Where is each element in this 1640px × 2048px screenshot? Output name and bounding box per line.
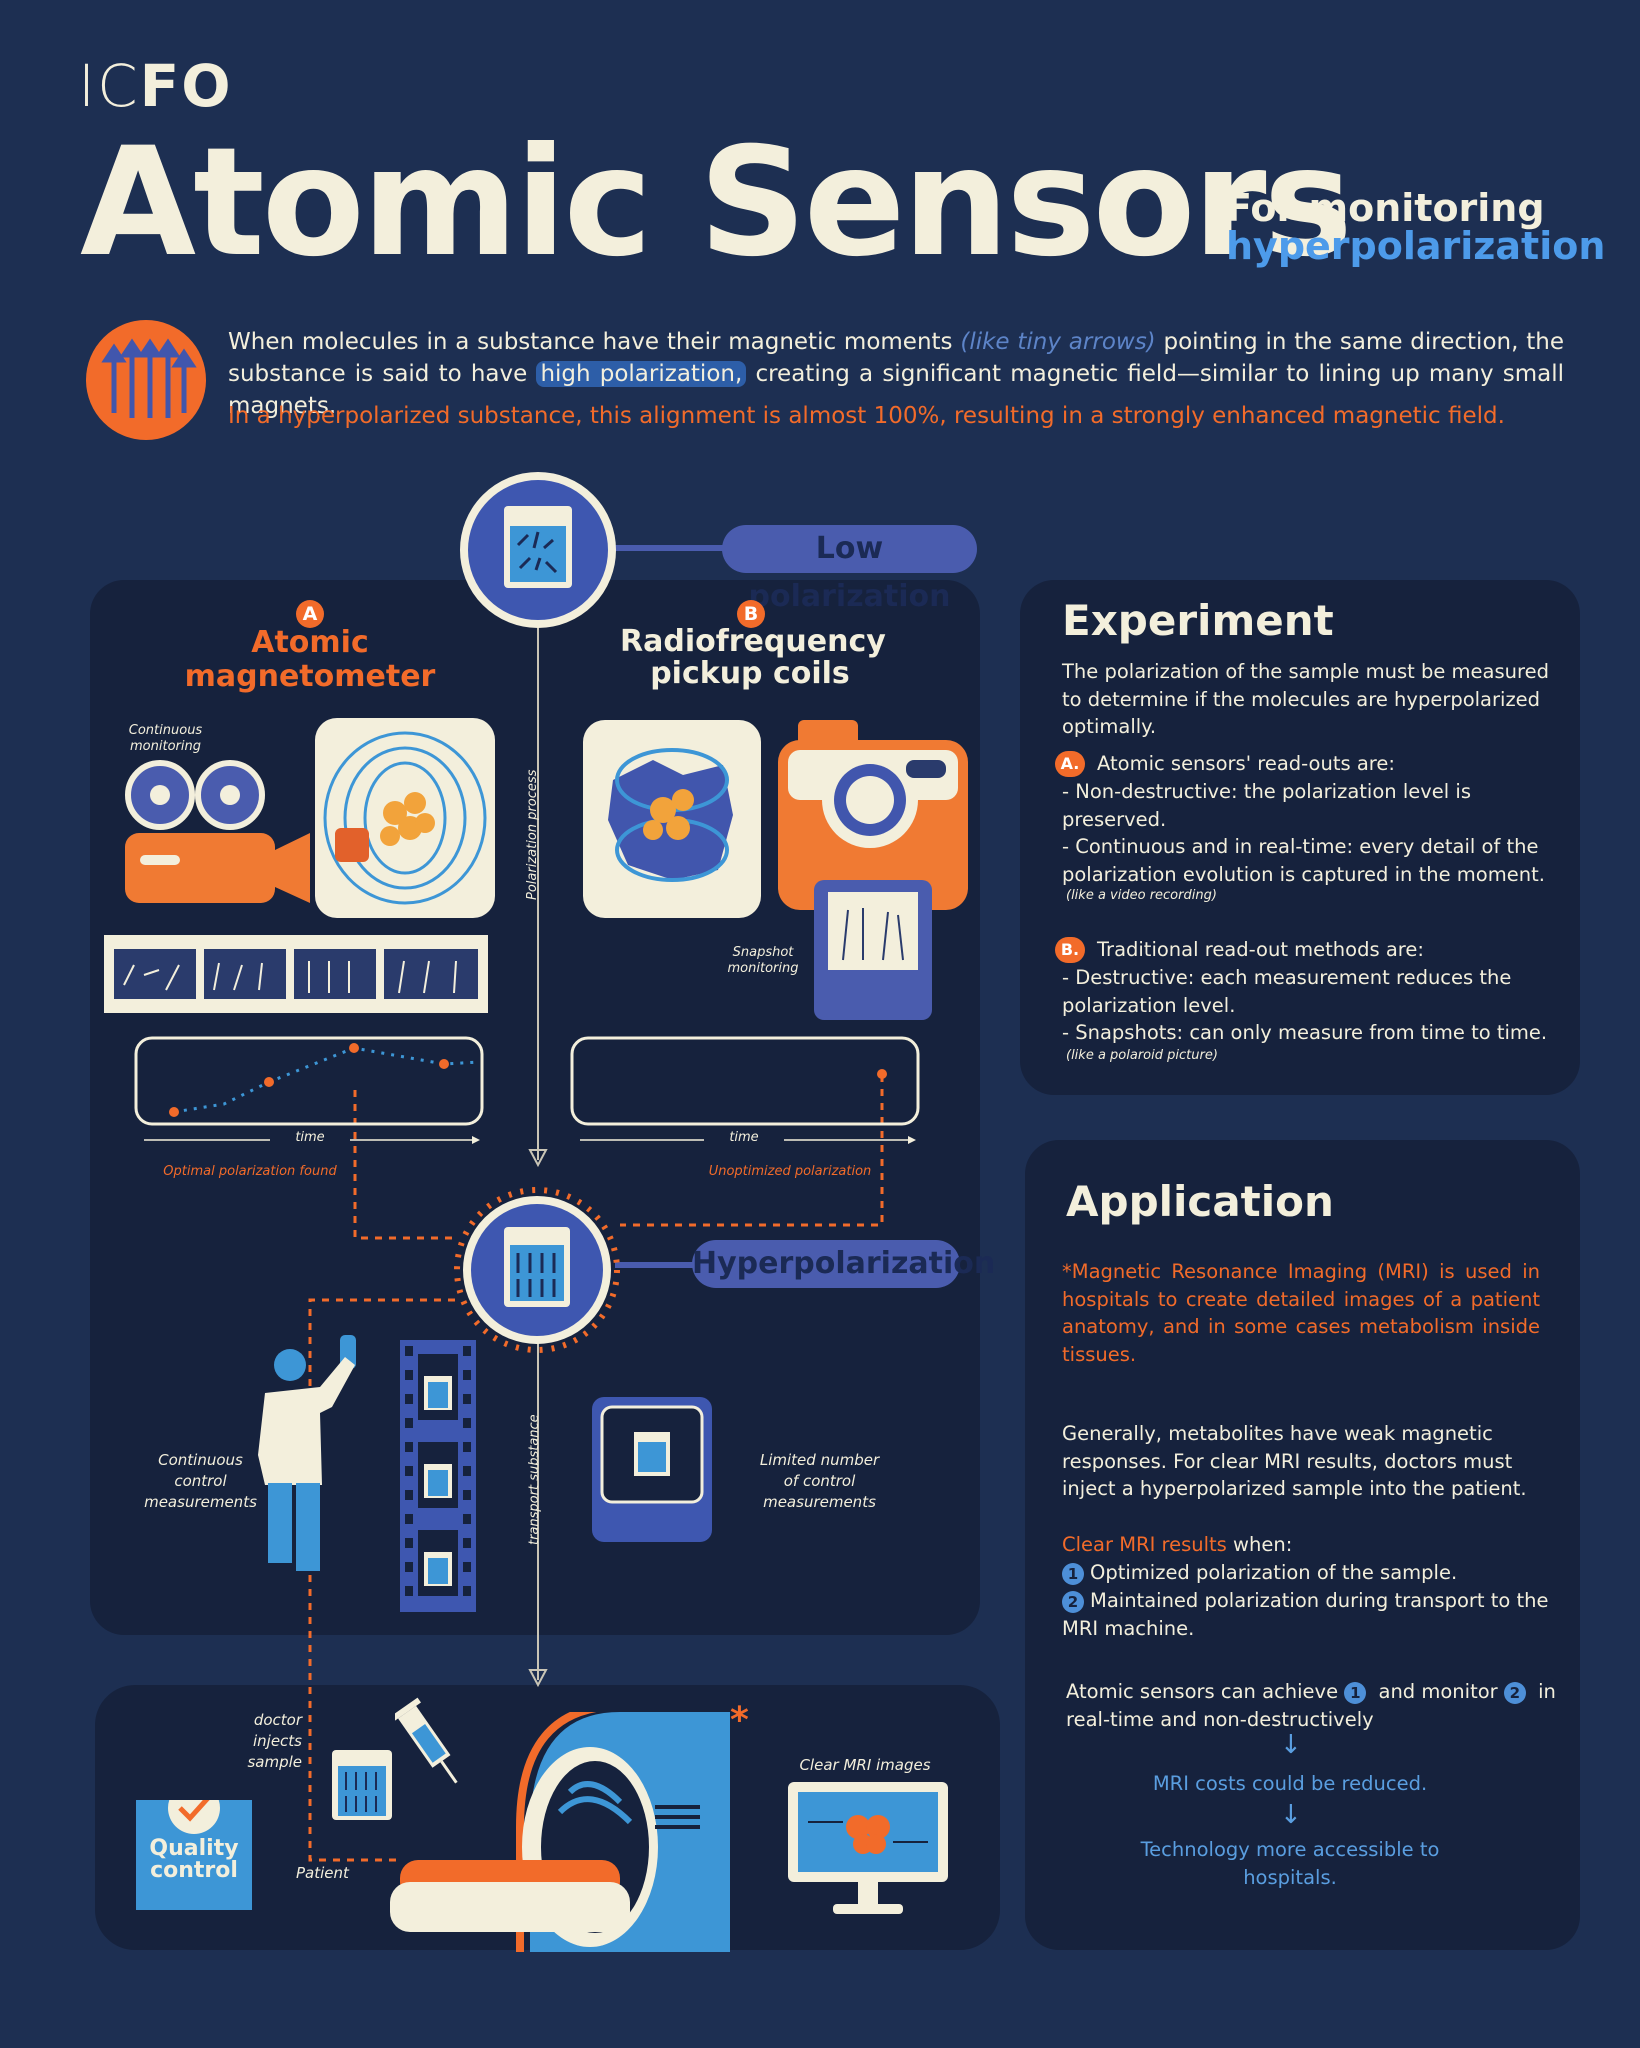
patient-label: Patient: [296, 1864, 349, 1882]
low-polarization-beaker: [460, 472, 616, 628]
scientist-figure-icon: [258, 1335, 356, 1571]
rf-pickup-heading: Radiofrequency pickup coils: [620, 624, 886, 691]
page-title: Atomic Sensors: [80, 116, 1353, 290]
experiment-a-item-1: - Non-destructive: the polarization leve…: [1062, 780, 1471, 831]
icfo-logo: ICFO: [78, 52, 233, 120]
experiment-a-item-2: - Continuous and in real-time: every det…: [1062, 835, 1545, 886]
limited-control-label: Limited number of control measurements: [759, 1451, 880, 1511]
experiment-a-note: (like a video recording): [1066, 888, 1217, 903]
mri-machine-icon: [390, 1712, 730, 1952]
low-polarization-pill: Low polarization: [722, 525, 977, 614]
magnetic-field-icon: [315, 718, 495, 918]
experiment-b-item-1: - Destructive: each measurement reduces …: [1062, 966, 1512, 1017]
continuous-monitoring-label: Continuous monitoring: [128, 723, 203, 754]
experiment-intro: The polarization of the sample must be m…: [1062, 660, 1549, 738]
beaker-film-strip-icon: [400, 1340, 476, 1612]
subtitle-line2: hyperpolarization: [1226, 224, 1606, 268]
quality-control-label: Quality control: [149, 1836, 239, 1883]
doctor-injects-label: doctor injects sample: [247, 1711, 302, 1771]
application-general: Generally, metabolites have weak magneti…: [1062, 1422, 1527, 1500]
unoptimized-polarization-label: Unoptimized polarization: [708, 1164, 872, 1179]
arrow-down-icon-2: ↓: [1280, 1800, 1302, 1830]
polarization-process-label: Polarization process: [525, 770, 545, 900]
badge-a: A: [296, 600, 324, 628]
application-clear-heading: Clear MRI results when:: [1062, 1533, 1293, 1556]
experiment-badge-a: A.: [1055, 751, 1085, 777]
clear-mri-images-label: Clear MRI images: [799, 1756, 931, 1774]
experiment-b-note: (like a polaroid picture): [1066, 1048, 1218, 1063]
experiment-a-heading: Atomic sensors' read-outs are:: [1097, 752, 1395, 775]
time-axis-label-a: time: [270, 1130, 350, 1146]
application-achieve: Atomic sensors can achieve 1 and monitor…: [1066, 1680, 1556, 1731]
transport-substance-label: transport substance: [527, 1414, 542, 1545]
hyperpolarization-pill: Hyperpolarization: [692, 1240, 995, 1288]
continuous-control-label: Continuous control measurements: [144, 1451, 257, 1511]
badge-b: B: [737, 600, 765, 628]
syringe-icon: [395, 1697, 458, 1784]
experiment-b-item-2: - Snapshots: can only measure from time …: [1062, 1021, 1548, 1044]
atomic-magnetometer-heading: Atomic magnetometer: [184, 625, 436, 694]
sample-beaker-icon: [332, 1750, 392, 1820]
quality-control-box: [136, 1800, 252, 1910]
film-strip-icon: [104, 935, 488, 1013]
application-cost: MRI costs could be reduced.: [1152, 1772, 1428, 1795]
application-access: Technology more accessible to hospitals.: [1140, 1838, 1440, 1889]
optimal-polarization-label: Optimal polarization found: [163, 1164, 337, 1179]
intro-paragraph: When molecules in a substance have their…: [228, 329, 1565, 419]
application-title: Application: [1066, 1177, 1334, 1226]
application-panel: [1025, 1140, 1580, 1950]
intro-hyperpolarized: In a hyperpolarized substance, this alig…: [228, 403, 1505, 429]
film-camera-icon: [125, 760, 310, 903]
hyperpolarization-beaker: [454, 1187, 620, 1353]
subtitle-line1: For monitoring: [1226, 186, 1545, 230]
snapshot-monitoring-label: Snapshot monitoring: [727, 945, 799, 976]
polaroid-camera-icon: [778, 720, 968, 1020]
mri-monitor-icon: [788, 1782, 948, 1914]
experiment-badge-b: B.: [1055, 937, 1085, 963]
experiment-panel: [1020, 580, 1580, 1095]
mri-asterisk: *: [730, 1700, 749, 1741]
experiment-title: Experiment: [1062, 596, 1334, 645]
aligned-arrows-icon: [86, 320, 206, 440]
arrow-down-icon: ↓: [1280, 1730, 1302, 1760]
time-axis-label-b: time: [704, 1130, 784, 1146]
snapshot-device-icon: [592, 1397, 712, 1542]
rf-coil-icon: [583, 720, 761, 918]
experiment-b-heading: Traditional read-out methods are:: [1097, 938, 1424, 961]
application-mri: *Magnetic Resonance Imaging (MRI) is use…: [1062, 1260, 1540, 1366]
